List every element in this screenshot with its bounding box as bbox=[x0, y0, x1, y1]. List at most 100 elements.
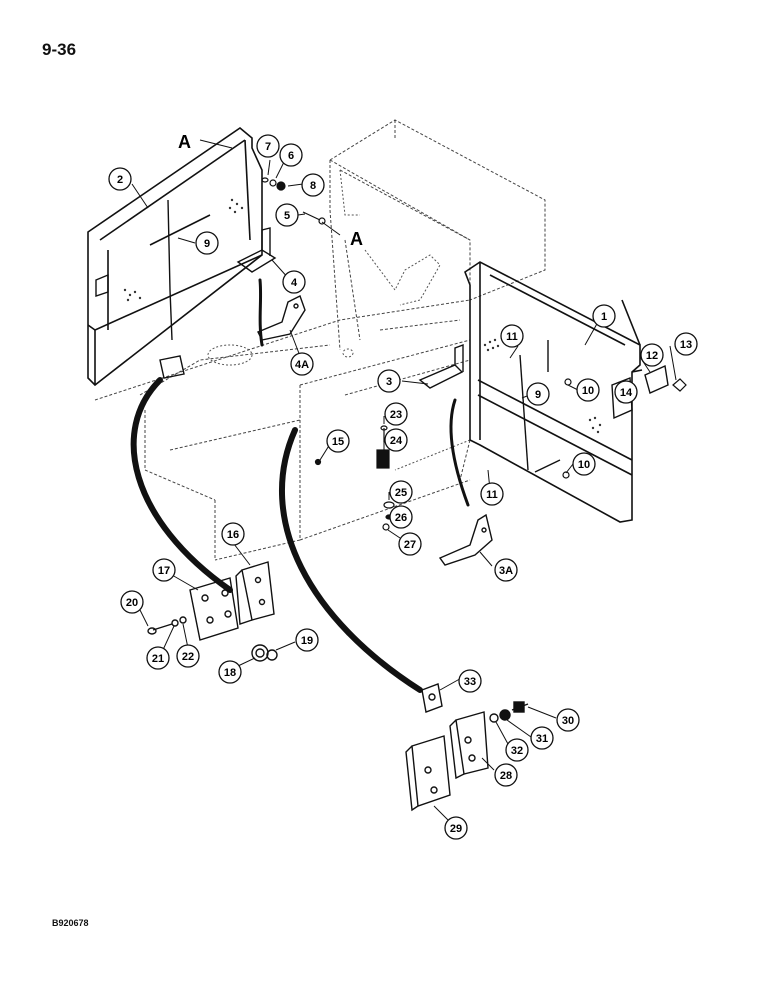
callout-label: 1 bbox=[601, 311, 607, 323]
callout-label: 10 bbox=[578, 459, 590, 471]
callout-c21: 21 bbox=[146, 646, 170, 670]
callout-c5: 5 bbox=[275, 203, 299, 227]
callout-c11a: 11 bbox=[500, 324, 524, 348]
callout-label: 11 bbox=[486, 489, 498, 501]
callout-c30: 30 bbox=[556, 708, 580, 732]
callout-label: 29 bbox=[450, 823, 462, 835]
callout-c13: 13 bbox=[674, 332, 698, 356]
figure-reference-code: B920678 bbox=[52, 918, 89, 928]
callout-c28: 28 bbox=[494, 763, 518, 787]
callout-label: 24 bbox=[390, 435, 403, 447]
latch-hardware bbox=[95, 199, 669, 566]
callout-circle bbox=[640, 343, 664, 367]
callout-circle bbox=[279, 143, 303, 167]
callout-c20: 20 bbox=[120, 590, 144, 614]
view-marker-center: A bbox=[350, 229, 363, 249]
callout-c1: 1 bbox=[592, 304, 616, 328]
callout-c11b: 11 bbox=[480, 482, 504, 506]
callout-c8: 8 bbox=[301, 173, 325, 197]
cable-right-short bbox=[449, 398, 470, 507]
callout-c27: 27 bbox=[398, 532, 422, 556]
callout-circle bbox=[572, 452, 596, 476]
callout-label: 10 bbox=[582, 385, 594, 397]
callout-c15: 15 bbox=[326, 429, 350, 453]
callout-circle bbox=[195, 231, 219, 255]
callout-label: 17 bbox=[158, 565, 170, 577]
callout-circle bbox=[120, 590, 144, 614]
callout-circle bbox=[384, 428, 408, 452]
callout-label: 31 bbox=[536, 733, 548, 745]
callout-label: 27 bbox=[404, 539, 416, 551]
callout-circle bbox=[444, 816, 468, 840]
callout-label: 20 bbox=[126, 597, 138, 609]
callout-c25: 25 bbox=[389, 480, 413, 504]
callout-c17: 17 bbox=[152, 558, 176, 582]
callout-circle bbox=[389, 480, 413, 504]
frame-phantom-outline bbox=[94, 119, 546, 561]
callout-label: 22 bbox=[182, 651, 194, 663]
callout-c6: 6 bbox=[279, 143, 303, 167]
callout-c19: 19 bbox=[295, 628, 319, 652]
callout-circle bbox=[674, 332, 698, 356]
callout-circle bbox=[275, 203, 299, 227]
callout-label: 14 bbox=[620, 387, 633, 399]
view-marker-left: A bbox=[178, 132, 191, 152]
callout-label: 21 bbox=[152, 653, 164, 665]
callout-circle bbox=[494, 558, 518, 582]
callout-c29: 29 bbox=[444, 816, 468, 840]
callout-circle bbox=[556, 708, 580, 732]
callout-label: 2 bbox=[117, 174, 123, 186]
callout-label: 12 bbox=[646, 350, 658, 362]
callout-c3: 3 bbox=[377, 369, 401, 393]
callout-circle bbox=[152, 558, 176, 582]
callout-label: 23 bbox=[390, 409, 402, 421]
side-panel-left-louver bbox=[123, 198, 244, 302]
callout-label: 13 bbox=[680, 339, 692, 351]
callout-label: 7 bbox=[265, 141, 271, 153]
callout-label: 11 bbox=[506, 331, 518, 343]
callout-label: 15 bbox=[332, 436, 344, 448]
callout-c26: 26 bbox=[389, 505, 413, 529]
page-number: 9-36 bbox=[42, 40, 77, 59]
callout-label: 8 bbox=[310, 180, 316, 192]
callout-c23: 23 bbox=[384, 402, 408, 426]
callout-c10b: 10 bbox=[572, 452, 596, 476]
callout-circle bbox=[108, 167, 132, 191]
callout-circle bbox=[494, 763, 518, 787]
side-panel-left bbox=[87, 126, 263, 387]
callout-c14: 14 bbox=[614, 380, 638, 404]
callout-label: 4A bbox=[295, 359, 309, 371]
callout-c22: 22 bbox=[176, 644, 200, 668]
fastener-upper bbox=[261, 177, 687, 479]
callout-label: 6 bbox=[288, 150, 294, 162]
callout-c10a: 10 bbox=[576, 378, 600, 402]
side-panel-right-louver bbox=[483, 338, 602, 434]
callout-label: 25 bbox=[395, 487, 407, 499]
cable-center-long bbox=[278, 427, 423, 693]
callout-circle bbox=[576, 378, 600, 402]
callout-label: 33 bbox=[464, 676, 476, 688]
callout-c4: 4 bbox=[282, 270, 306, 294]
callout-circle bbox=[326, 429, 350, 453]
view-marker-leader bbox=[199, 139, 341, 236]
callout-label: 3 bbox=[386, 376, 392, 388]
bracket-assembly-left bbox=[147, 561, 278, 662]
callout-circle bbox=[592, 304, 616, 328]
callout-label: 3A bbox=[499, 565, 513, 577]
callout-label: 9 bbox=[204, 238, 210, 250]
callout-circle bbox=[218, 660, 242, 684]
callout-c31: 31 bbox=[530, 726, 554, 750]
callout-c12: 12 bbox=[640, 343, 664, 367]
callout-c2: 2 bbox=[108, 167, 132, 191]
callout-circle bbox=[384, 402, 408, 426]
callout-c9a: 9 bbox=[195, 231, 219, 255]
callout-circle bbox=[256, 134, 280, 158]
callout-circle bbox=[146, 646, 170, 670]
callout-circle bbox=[398, 532, 422, 556]
callout-label: 9 bbox=[535, 389, 541, 401]
callout-circle bbox=[176, 644, 200, 668]
callout-label: 16 bbox=[227, 529, 239, 541]
callout-circle bbox=[301, 173, 325, 197]
